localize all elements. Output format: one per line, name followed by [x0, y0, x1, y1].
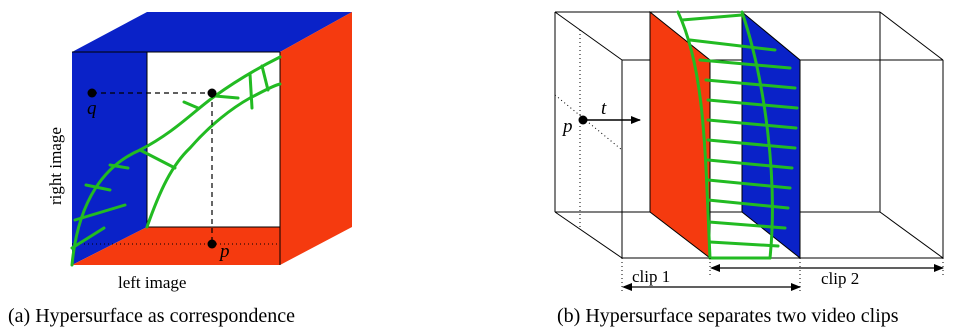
panel-a: q p left image right image (a) Hypersurf… — [8, 12, 352, 327]
point-top — [207, 88, 217, 98]
top-face-blue — [72, 12, 352, 52]
right-face-red — [280, 12, 352, 265]
clip1-label: clip 1 — [632, 267, 670, 286]
hypersurface-green — [70, 55, 282, 267]
bottom-face-red — [72, 227, 280, 265]
hypersurface-green — [676, 10, 799, 260]
diagonal-dotted — [554, 94, 623, 151]
clip2-label: clip 2 — [821, 269, 859, 288]
red-plane — [649, 10, 711, 260]
x-axis-label: left image — [118, 273, 186, 292]
y-axis-label: right image — [46, 127, 65, 205]
caption-b: (b) Hypersurface separates two video cli… — [557, 305, 899, 327]
point-q — [87, 88, 97, 98]
point-p — [207, 239, 217, 249]
point-p-label: p — [218, 241, 230, 262]
left-face-blue — [72, 52, 147, 265]
clip2-arrowhead-left — [710, 264, 720, 272]
point-q-label: q — [87, 98, 97, 119]
panel-b: p t clip 1 clip 2 (b) Hypersurface separ… — [554, 10, 944, 327]
cube-outline — [72, 51, 281, 265]
clip1-arrowhead-left — [622, 283, 632, 291]
correspondence-guides — [92, 92, 213, 244]
point-p-label: p — [561, 116, 573, 137]
arrow-t-label: t — [601, 98, 607, 119]
caption-a: (a) Hypersurface as correspondence — [8, 305, 295, 327]
